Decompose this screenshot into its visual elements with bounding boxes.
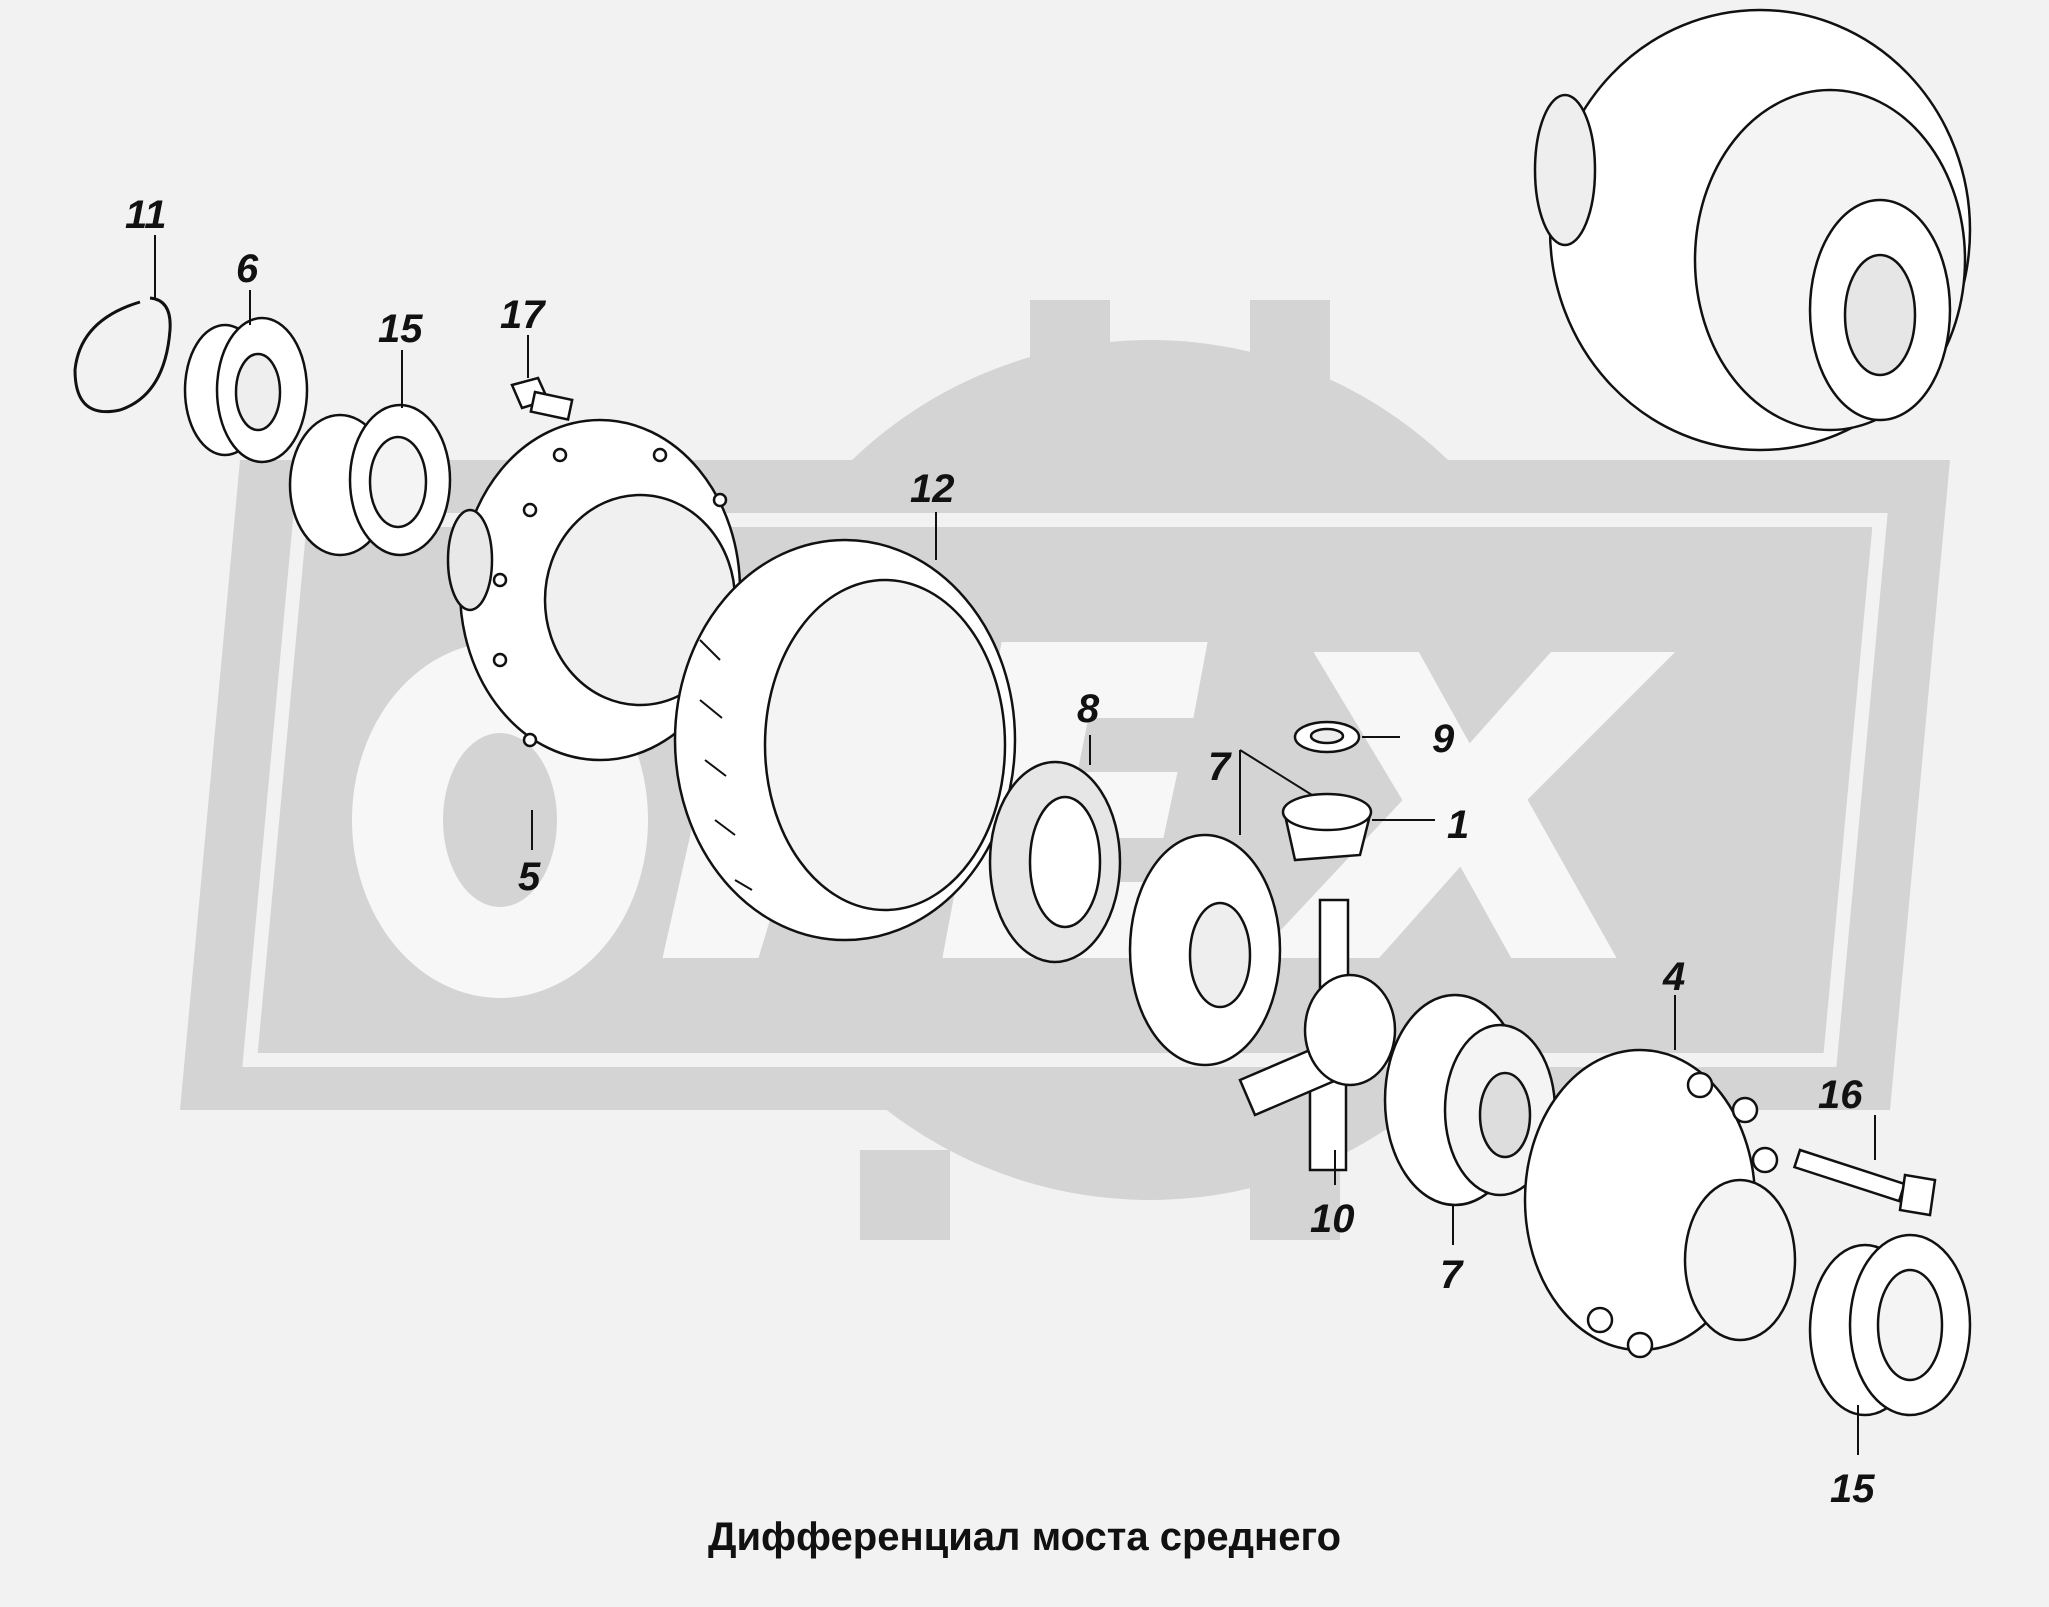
callout-4: 4: [1662, 955, 1685, 999]
part-drawings: [73, 8, 1972, 1417]
ring-gear-part-12: [673, 538, 1017, 942]
callout-16: 16: [1818, 1073, 1863, 1117]
snap-ring-part-11: [73, 296, 172, 414]
bearing-part-15-lower: [1808, 1233, 1972, 1417]
pinion-washer-part-9: [1293, 720, 1361, 754]
watermark-frame: [242, 513, 1888, 1067]
side-gear-part-7-left: [1128, 833, 1282, 1067]
callout-6: 6: [236, 247, 259, 291]
adjusting-nut-part-6: [183, 316, 309, 464]
thrust-washer-part-8: [988, 760, 1122, 964]
bearing-part-15-upper: [288, 403, 452, 557]
bolt-part-17: [510, 376, 574, 421]
spider-cross-part-10: [1238, 898, 1397, 1172]
callout-10: 10: [1310, 1197, 1355, 1241]
callout-5: 5: [518, 855, 541, 899]
callout-11: 11: [125, 193, 167, 237]
leader-lines: [154, 235, 1876, 1455]
case-half-part-4: [1523, 1048, 1797, 1359]
pinion-gear-part-1: [1281, 792, 1373, 862]
assembled-differential-view: [1533, 8, 1972, 452]
callout-7-upper: 7: [1208, 745, 1232, 789]
case-half-part-5: [446, 418, 742, 762]
callout-17: 17: [500, 293, 546, 337]
callout-labels: 11 6 15 17 12 8 9 7 1 5 4 16 10 7 15: [125, 193, 1875, 1511]
bolt-part-16: [1792, 1148, 1937, 1217]
callout-1: 1: [1447, 803, 1469, 847]
diagram-caption: Дифференциал моста среднего: [707, 1515, 1342, 1559]
callout-8: 8: [1077, 687, 1100, 731]
callout-15-upper: 15: [378, 307, 423, 351]
callout-9: 9: [1432, 717, 1455, 761]
callout-7-lower: 7: [1440, 1253, 1464, 1297]
callout-12: 12: [910, 467, 955, 511]
callout-15-lower: 15: [1830, 1467, 1875, 1511]
